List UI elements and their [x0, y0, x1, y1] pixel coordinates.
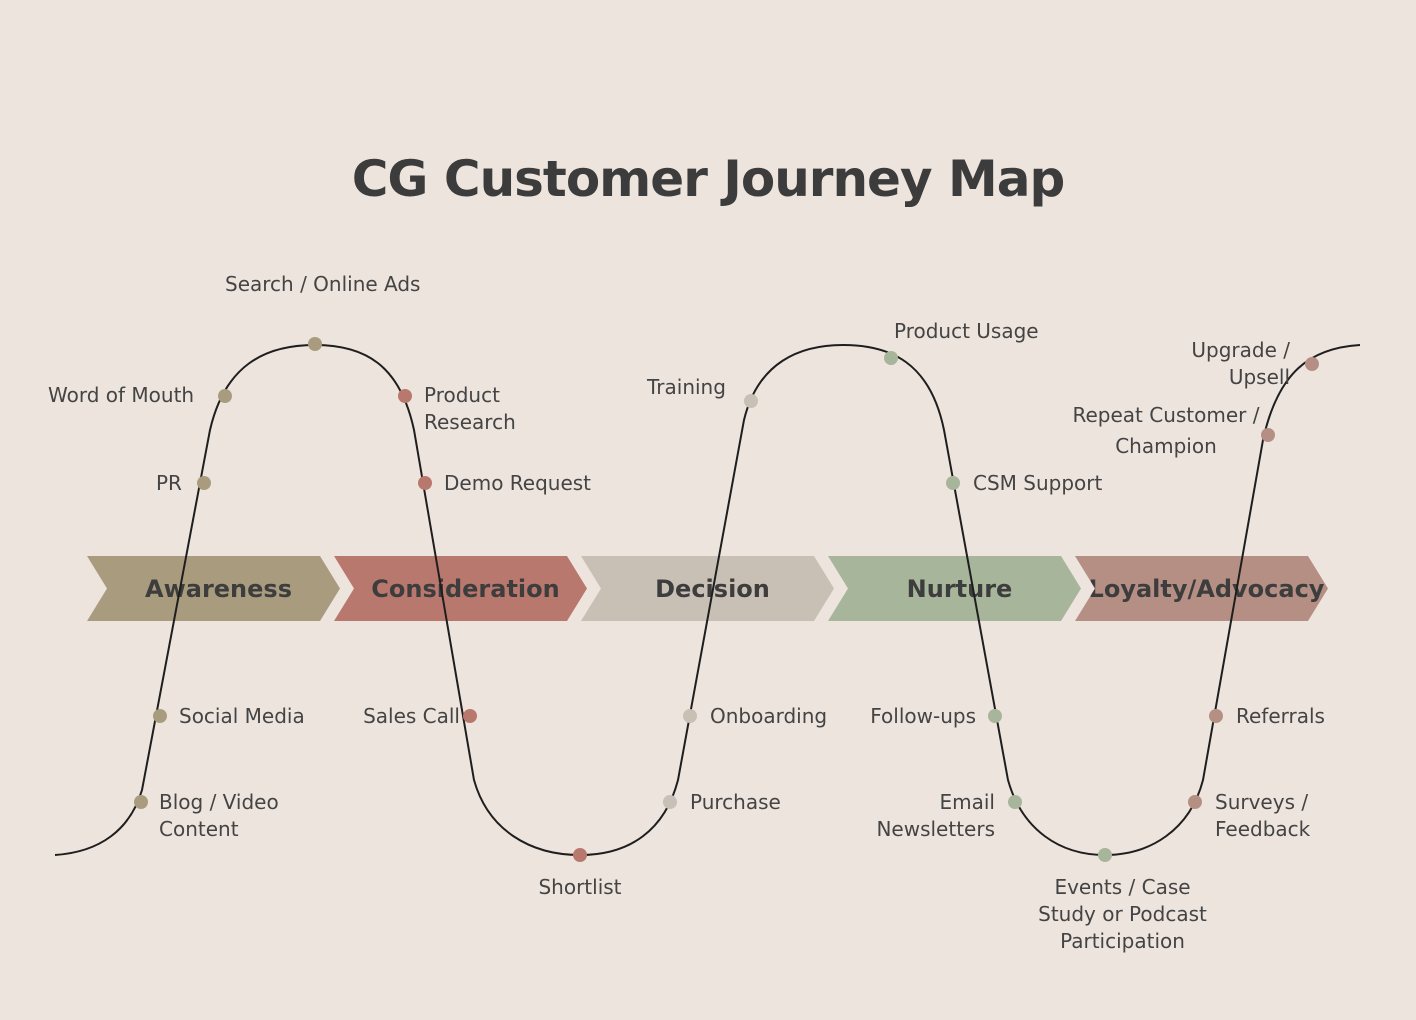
touchpoint-dot-word-of-mouth	[218, 389, 232, 403]
label-csm-support: CSM Support	[973, 471, 1103, 495]
touchpoint-dot-onboarding	[683, 709, 697, 723]
touchpoint-dot-training	[744, 394, 758, 408]
journey-curve	[54, 343, 1361, 857]
label-upgrade: Upgrade / Upsell	[1191, 338, 1290, 389]
touchpoint-dot-referrals	[1209, 709, 1223, 723]
label-events: Events / Case Study or Podcast Participa…	[1038, 875, 1207, 953]
label-repeat-customer: Repeat Customer / Champion	[1072, 403, 1260, 458]
stage-label: Nurture	[906, 574, 1013, 603]
label-purchase: Purchase	[690, 790, 781, 814]
label-training: Training	[647, 375, 726, 399]
touchpoint-dot-demo-request	[418, 476, 432, 490]
touchpoint-dot-sales-call	[463, 709, 477, 723]
touchpoint-dot-follow-ups	[988, 709, 1002, 723]
label-search-ads: Search / Online Ads	[225, 272, 421, 296]
stage-label: Awareness	[145, 574, 292, 603]
label-word-of-mouth: Word of Mouth	[48, 383, 195, 407]
page-title: CG Customer Journey Map	[351, 150, 1066, 208]
label-referrals: Referrals	[1236, 704, 1325, 728]
label-sales-call: Sales Call	[363, 704, 460, 728]
label-shortlist: Shortlist	[538, 875, 622, 899]
stage-consideration: Consideration	[334, 556, 587, 621]
touchpoint-dot-events	[1098, 848, 1112, 862]
stage-decision: Decision	[581, 556, 834, 621]
stage-loyalty: Loyalty/Advocacy	[1075, 556, 1328, 621]
label-pr: PR	[156, 471, 182, 495]
label-email-newsletters: Email Newsletters	[876, 790, 995, 841]
label-follow-ups: Follow-ups	[870, 704, 976, 728]
label-demo-request: Demo Request	[444, 471, 592, 495]
touchpoint-dot-repeat-customer	[1261, 428, 1275, 442]
touchpoint-dot-surveys	[1188, 795, 1202, 809]
stage-awareness: Awareness	[87, 556, 340, 621]
touchpoint-dot-shortlist	[573, 848, 587, 862]
touchpoint-dot-csm-support	[946, 476, 960, 490]
stage-label: Consideration	[371, 574, 560, 603]
touchpoint-dot-search-ads	[308, 337, 322, 351]
stage-nurture: Nurture	[828, 556, 1081, 621]
touchpoint-dot-purchase	[663, 795, 677, 809]
label-blog-video: Blog / Video Content	[159, 790, 279, 841]
touchpoint-dot-product-research	[398, 389, 412, 403]
touchpoint-dot-social-media	[153, 709, 167, 723]
label-surveys: Surveys / Feedback	[1215, 790, 1311, 841]
label-product-research: Product Research	[424, 383, 516, 434]
label-onboarding: Onboarding	[710, 704, 828, 728]
touchpoint-dot-blog-video	[134, 795, 148, 809]
touchpoint-dot-email-newsletters	[1008, 795, 1022, 809]
touchpoint-dot-product-usage	[884, 351, 898, 365]
label-product-usage: Product Usage	[894, 319, 1039, 343]
touchpoint-dot-upgrade	[1305, 357, 1319, 371]
touchpoint-dot-pr	[197, 476, 211, 490]
stage-label: Loyalty/Advocacy	[1088, 574, 1325, 603]
label-social-media: Social Media	[179, 704, 305, 728]
